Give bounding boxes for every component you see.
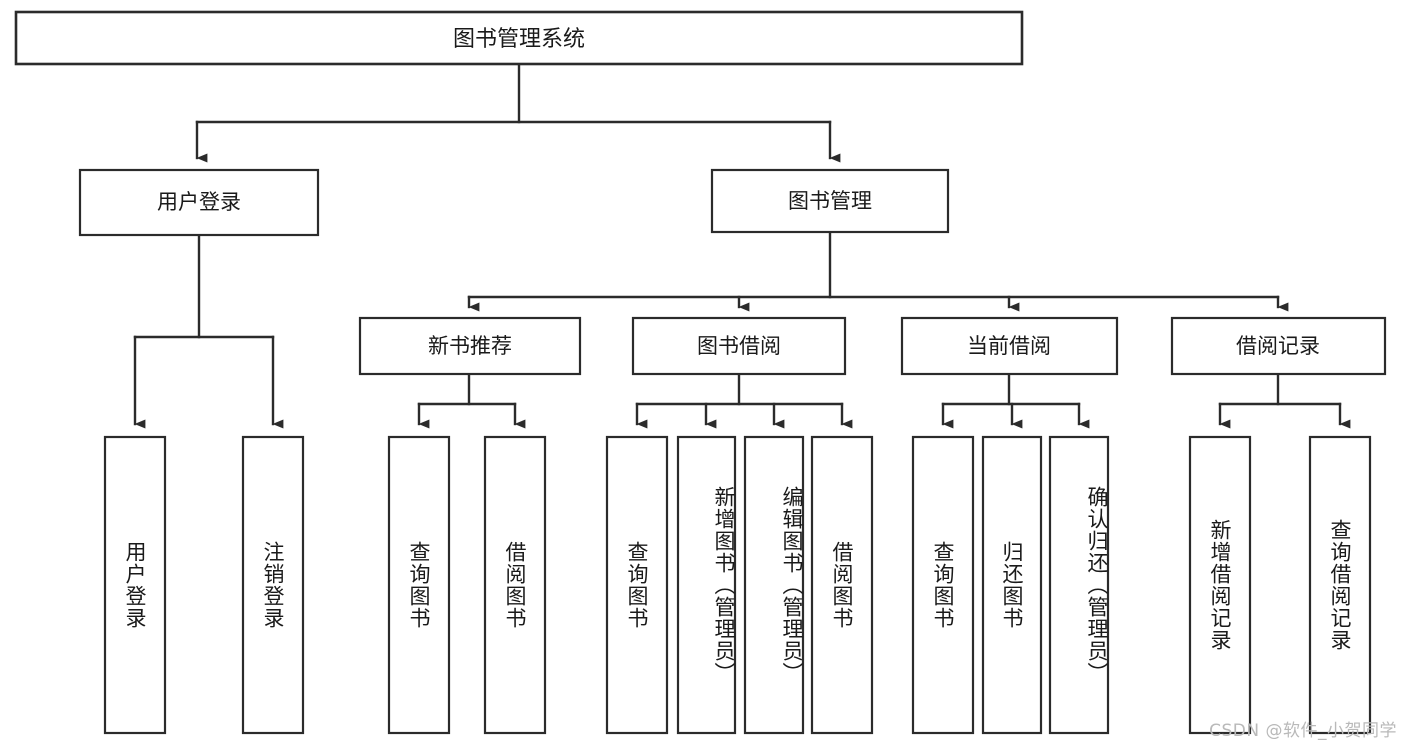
connector-borrowrecord-to-leaves	[1218, 372, 1351, 429]
leaf-box-currentborrow-return[interactable]	[981, 435, 1043, 735]
csdn-watermark: CSDN @软件_小贺同学	[1209, 721, 1397, 741]
leaf-box-bookborrow-borrow[interactable]	[810, 435, 874, 735]
leaf-box-bookborrow-add[interactable]	[676, 435, 737, 735]
node-current-borrow[interactable]: 当前借阅	[900, 316, 1119, 376]
node-root-system[interactable]: 图书管理系统	[14, 10, 1024, 66]
node-user-login[interactable]: 用户登录	[78, 168, 320, 237]
leaf-box-currentborrow-confirm[interactable]	[1048, 435, 1110, 735]
connector-currentborrow-to-leaves	[941, 372, 1090, 429]
connector-root-to-level2	[195, 62, 841, 163]
node-new-book-recommend[interactable]: 新书推荐	[358, 316, 582, 376]
node-book-borrow[interactable]: 图书借阅	[631, 316, 847, 376]
leaf-box-bookborrow-edit[interactable]	[743, 435, 805, 735]
leaf-box-borrowrecord-add[interactable]	[1188, 435, 1252, 735]
node-label-book-management: 图书管理	[788, 189, 872, 213]
node-label-root: 图书管理系统	[453, 27, 585, 52]
node-label-book-borrow: 图书借阅	[697, 334, 781, 358]
node-label-current-borrow: 当前借阅	[967, 334, 1051, 358]
leaf-box-user-login-logout[interactable]	[241, 435, 305, 735]
node-label-borrow-record: 借阅记录	[1236, 334, 1320, 358]
connector-bookmgmt-to-level3	[467, 230, 1289, 312]
node-borrow-record[interactable]: 借阅记录	[1170, 316, 1387, 376]
leaf-box-newbook-query[interactable]	[387, 435, 451, 735]
leaf-box-user-login-login[interactable]	[103, 435, 167, 735]
leaf-box-currentborrow-query[interactable]	[911, 435, 975, 735]
connector-newbook-to-leaves	[417, 372, 526, 429]
leaf-box-borrowrecord-query[interactable]	[1308, 435, 1372, 735]
leaf-box-bookborrow-query[interactable]	[605, 435, 669, 735]
leaf-box-newbook-borrow[interactable]	[483, 435, 547, 735]
node-label-user-login: 用户登录	[157, 190, 241, 214]
node-book-management[interactable]: 图书管理	[710, 168, 950, 234]
connector-userlogin-to-leaves	[133, 233, 284, 429]
connector-bookborrow-to-leaves	[635, 372, 853, 429]
node-label-new-book-recommend: 新书推荐	[428, 334, 512, 358]
